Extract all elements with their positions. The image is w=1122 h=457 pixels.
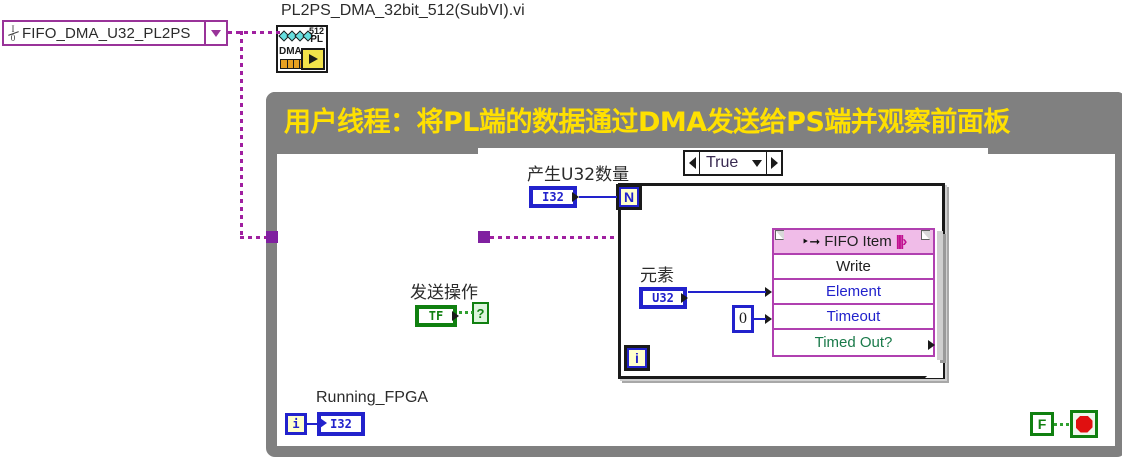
count-control-output-arrow (572, 192, 579, 202)
for-loop-count-terminal[interactable]: N (616, 184, 642, 210)
element-control-type: U32 (652, 291, 674, 305)
running-iteration-terminal[interactable]: i (285, 413, 307, 435)
count-control-label: 产生U32数量 (527, 165, 630, 185)
send-op-control-terminal[interactable]: TF (415, 305, 457, 327)
stop-false-constant[interactable]: F (1030, 412, 1054, 436)
element-control-output-arrow (681, 293, 688, 303)
wire-tunnel-case-structure[interactable] (478, 231, 490, 243)
icon-size-label: 512 (308, 26, 324, 36)
subvi-title-label: PL2PS_DMA_32bit_512(SubVI).vi (281, 2, 525, 19)
send-op-control-label: 发送操作 (410, 283, 478, 303)
icon-transfer-label: DMA (279, 46, 302, 57)
element-control-terminal[interactable]: U32 (639, 287, 687, 309)
fifo-item-node[interactable]: ‣➞ FIFO Item |||› Write Element Timeout … (772, 228, 935, 357)
fifo-node-row-element[interactable]: Element (774, 280, 933, 305)
while-loop-title: 用户线程：将PL端的数据通过DMA发送给PS端并观察前面板 (284, 107, 1010, 138)
fifo-element-input-arrow (765, 287, 772, 297)
fifo-refnum-dropdown[interactable] (204, 22, 226, 44)
send-op-output-arrow (452, 311, 459, 321)
fifo-bars-icon: |||› (895, 233, 908, 250)
stop-octagon-icon (1075, 415, 1093, 433)
timeout-constant[interactable]: 0 (732, 305, 754, 333)
case-selector-terminal[interactable]: ? (472, 302, 489, 324)
running-indicator-input-arrow (320, 418, 327, 428)
case-next-button[interactable] (766, 152, 781, 174)
stop-button-terminal[interactable] (1070, 410, 1098, 438)
send-op-control-type: TF (428, 309, 444, 323)
fifo-node-header-label: FIFO Item (824, 233, 892, 250)
wire-element (688, 291, 766, 293)
dma-subvi-icon[interactable]: 512 PL DMA (276, 25, 328, 73)
count-control-terminal[interactable]: I32 (529, 186, 577, 208)
fifo-node-dogear-right-icon (921, 230, 930, 240)
count-terminal-label: N (619, 187, 639, 207)
fifo-node-shadow (937, 231, 943, 360)
refnum-wire-top (228, 31, 280, 34)
running-indicator-label: Running_FPGA (316, 389, 429, 406)
arrow-right-icon (770, 157, 778, 169)
fifo-node-header[interactable]: ‣➞ FIFO Item |||› (774, 230, 933, 255)
running-indicator-type: I32 (330, 417, 352, 431)
icon-target-label: PL (310, 34, 323, 45)
fifo-refnum-label: FIFO_DMA_U32_PL2PS (22, 24, 191, 42)
case-prev-button[interactable] (685, 152, 700, 174)
chevron-down-icon (752, 159, 762, 167)
wire-count-to-n (579, 196, 617, 198)
fifo-node-shadow (940, 234, 946, 363)
case-selector-header[interactable]: True (683, 150, 783, 176)
chevron-down-icon (211, 29, 221, 37)
iteration-terminal-label: i (627, 348, 647, 368)
fifo-node-row-write[interactable]: Write (774, 255, 933, 280)
wire-send-op-to-selector (459, 311, 473, 314)
fifo-node-dogear-left-icon (775, 230, 784, 240)
for-loop-corner (925, 361, 943, 378)
arrow-left-icon (688, 157, 696, 169)
wire-timeout (754, 318, 766, 320)
fifo-node-row-timed-out[interactable]: Timed Out? (774, 330, 933, 355)
wire-i-to-running (307, 423, 317, 425)
fifo-timeout-input-arrow (765, 314, 772, 324)
wire-stop-condition (1054, 423, 1070, 426)
while-loop-banner (266, 92, 1122, 154)
for-loop-iteration-terminal[interactable]: i (624, 345, 650, 371)
refnum-wire-vertical (240, 31, 243, 237)
data-in-icon: ‣➞ (801, 234, 821, 249)
fifo-node-row-timeout[interactable]: Timeout (774, 305, 933, 330)
fifo-timed-out-output-arrow (928, 340, 935, 350)
running-iteration-label: i (292, 417, 300, 431)
count-control-type: I32 (542, 190, 564, 204)
element-control-label: 元素 (640, 266, 674, 286)
case-selector-value: True (706, 154, 739, 171)
wire-tunnel-while-loop[interactable] (266, 231, 278, 243)
case-selector-dropdown[interactable] (748, 152, 766, 174)
labview-vi-icon (301, 48, 325, 70)
